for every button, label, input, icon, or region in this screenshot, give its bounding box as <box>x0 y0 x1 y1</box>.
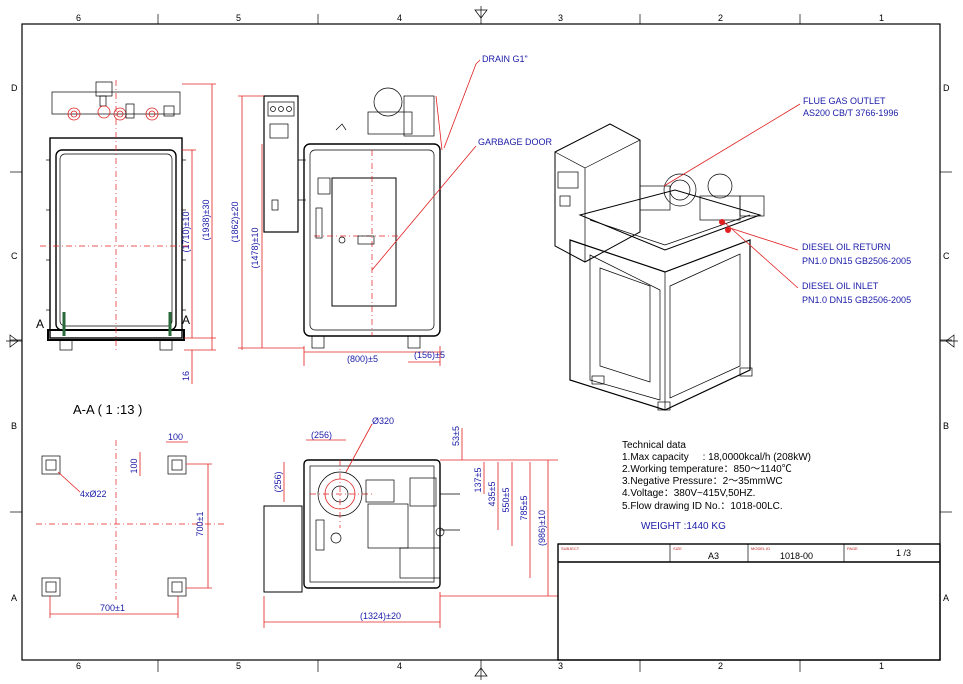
dim-width-156: (156)±5 <box>414 350 445 360</box>
callout-diesel-return-spec: PN1.0 DN15 GB2506-2005 <box>802 256 911 266</box>
zone-row-labels-right: D C B A <box>943 83 950 603</box>
dim-plan-256-h: (256) <box>311 430 332 440</box>
dim-plan-986: (986)±10 <box>537 510 547 546</box>
front-view: A A (1710)±10 (1938)±30 16 <box>36 80 216 384</box>
zone-row-d-left: D <box>11 83 18 93</box>
callout-garbage-door-text: GARBAGE DOOR <box>478 137 553 147</box>
zone-col-5-bottom: 5 <box>236 661 241 671</box>
dim-front-1710: (1710)±10 <box>181 212 191 253</box>
callout-diesel-inlet-text: DIESEL OIL INLET <box>802 281 879 291</box>
zone-col-2-bottom: 2 <box>718 661 723 671</box>
callout-drain-text: DRAIN G1" <box>482 54 528 64</box>
title-block-size-label: SIZE <box>673 546 682 551</box>
zone-col-6-top: 6 <box>76 13 81 23</box>
zone-row-b-right: B <box>943 421 949 431</box>
dim-side-1478: (1478)±10 <box>250 228 260 269</box>
dim-plan-550: 550±5 <box>501 488 511 513</box>
callout-flue-gas-spec: AS200 CB/T 3766-1996 <box>803 108 898 118</box>
technical-data-title: Technical data <box>622 440 686 451</box>
zone-col-5-top: 5 <box>236 13 241 23</box>
zone-row-a-left: A <box>11 593 17 603</box>
zone-col-4-bottom: 4 <box>397 661 402 671</box>
callout-drain: DRAIN G1" <box>443 54 528 149</box>
dim-aa-100-v: 100 <box>129 458 139 473</box>
section-a-left-label: A <box>36 317 44 331</box>
technical-weight: WEIGHT :1440 KG <box>641 521 726 532</box>
zone-row-c-left: C <box>11 251 18 261</box>
callout-diesel-inlet: DIESEL OIL INLET PN1.0 DN15 GB2506-2005 <box>723 221 911 305</box>
callout-diesel-inlet-spec: PN1.0 DN15 GB2506-2005 <box>802 295 911 305</box>
title-block-page-value: 1 /3 <box>896 548 911 558</box>
dim-aa-700-v: 700±1 <box>195 512 205 537</box>
section-aa-view: A-A ( 1 :13 ) 4xØ22 100 100 700±1 700±1 <box>36 402 226 618</box>
title-block: SUBJECT SIZE A3 MODEL ID 1018-00 PAGE 1 … <box>557 543 941 661</box>
isometric-view <box>554 123 765 411</box>
zone-column-labels-top: 6 5 4 3 2 1 <box>76 13 884 23</box>
title-block-model-value: 1018-00 <box>780 551 813 561</box>
technical-line-1: 1.Max capacity : 18,0000kcal/h (208kW) <box>622 452 811 463</box>
dim-plan-137: 137±5 <box>473 468 483 493</box>
dim-plan-d320: Ø320 <box>372 416 394 426</box>
zone-col-2-top: 2 <box>718 13 723 23</box>
side-view: (1862)±20 (1478)±10 (800)±5 (156)±5 <box>230 87 445 366</box>
zone-col-6-bottom: 6 <box>76 661 81 671</box>
technical-line-2: 2.Working temperature：850～1140℃ <box>622 464 792 475</box>
technical-line-5: 5.Flow drawing ID No.：1018-00LC. <box>622 501 783 512</box>
dim-side-1862: (1862)±20 <box>230 202 240 243</box>
callout-garbage-door: GARBAGE DOOR <box>371 137 553 271</box>
zone-col-1-top: 1 <box>879 13 884 23</box>
dim-aa-700-h: 700±1 <box>100 603 125 613</box>
technical-data-block: Technical data 1.Max capacity : 18,0000k… <box>622 440 811 532</box>
dim-base-16: 16 <box>181 371 191 381</box>
section-aa-title: A-A ( 1 :13 ) <box>73 402 142 417</box>
zone-column-labels-bottom: 6 5 4 3 2 1 <box>76 661 884 671</box>
title-block-subject-label: SUBJECT <box>561 546 580 551</box>
zone-col-3-bottom: 3 <box>558 661 563 671</box>
zone-col-1-bottom: 1 <box>879 661 884 671</box>
dim-plan-53: 53±5 <box>451 426 461 446</box>
title-block-page-label: PAGE <box>847 546 858 551</box>
plan-view: (256) (256) Ø320 (1324)±20 53±5 137±5 43… <box>263 416 558 628</box>
zone-col-4-top: 4 <box>397 13 402 23</box>
callout-diesel-return-text: DIESEL OIL RETURN <box>802 242 890 252</box>
dim-aa-100-h: 100 <box>168 432 183 442</box>
dim-width-800: (800)±5 <box>347 354 378 364</box>
technical-line-3: 3.Negative Pressure：2～35mmWC <box>622 476 783 487</box>
dim-plan-435: 435±5 <box>487 482 497 507</box>
callout-diesel-return: DIESEL OIL RETURN PN1.0 DN15 GB2506-2005 <box>729 227 911 266</box>
zone-row-labels-left: D C B A <box>11 83 18 603</box>
dim-aa-holes: 4xØ22 <box>80 489 107 499</box>
title-block-size-value: A3 <box>708 551 719 561</box>
zone-col-3-top: 3 <box>558 13 563 23</box>
callout-flue-gas-text: FLUE GAS OUTLET <box>803 96 886 106</box>
section-a-right-label: A <box>182 313 190 327</box>
zone-row-b-left: B <box>11 421 17 431</box>
zone-row-c-right: C <box>943 251 950 261</box>
dim-plan-256-v: (256) <box>273 471 283 492</box>
dim-plan-785: 785±5 <box>519 496 529 521</box>
technical-line-4: 4.Voltage：380V~415V,50HZ. <box>622 488 755 499</box>
zone-row-a-right: A <box>943 593 949 603</box>
drawing-frame <box>6 6 958 680</box>
dim-plan-1324: (1324)±20 <box>360 611 401 621</box>
zone-row-d-right: D <box>943 83 950 93</box>
title-block-model-label: MODEL ID <box>751 546 770 551</box>
dim-front-1938: (1938)±30 <box>201 200 211 241</box>
callout-flue-gas-outlet: FLUE GAS OUTLET AS200 CB/T 3766-1996 <box>663 96 898 187</box>
